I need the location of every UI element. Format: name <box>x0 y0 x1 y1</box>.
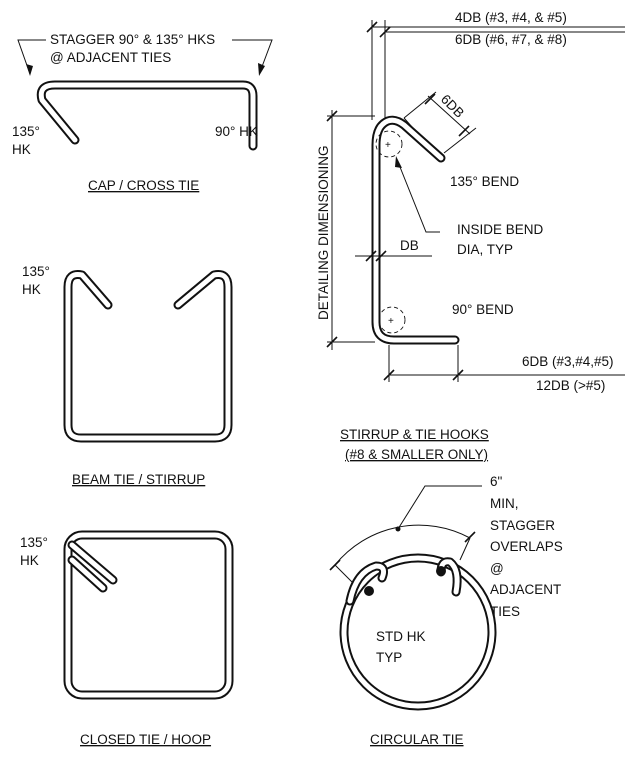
bend-135-label: 135° BEND <box>450 174 519 189</box>
cap-left-hook-label-1: 135° <box>12 124 40 139</box>
extension-label: 6DB <box>438 92 467 121</box>
overlap-arc-tick-b <box>464 531 476 543</box>
cap-cross-tie-detail: STAGGER 90° & 135° HKS @ ADJACENT TIES 1… <box>12 32 273 193</box>
ext-dim-perp <box>427 95 471 135</box>
overlap-arc-ext-a <box>334 564 353 583</box>
closed-tie-detail: 135° HK CLOSED TIE / HOOP <box>20 530 234 747</box>
overlap-arc-ext-b <box>459 537 471 561</box>
inside-bend-arrow <box>395 156 402 168</box>
detailing-dimension-label: DETAILING DIMENSIONING <box>316 145 331 320</box>
bottom-dim-label-2: 12DB (>#5) <box>536 378 605 393</box>
hook-detail-title-1: STIRRUP & TIE HOOKS <box>340 427 489 442</box>
dim-tick-top-a <box>366 21 378 33</box>
circular-note-line6: ADJACENT <box>490 582 561 597</box>
cap-note-line2: @ ADJACENT TIES <box>50 50 171 65</box>
db-label: DB <box>400 238 419 253</box>
hook-detail-title-2: (#8 & SMALLER ONLY) <box>345 447 488 462</box>
closed-tie-hook-1-inner <box>69 542 116 583</box>
inside-bend-label-2: DIA, TYP <box>457 242 513 257</box>
closed-tie-hook-2-inner <box>69 557 106 591</box>
circular-hook-left-inner <box>347 563 386 604</box>
circular-hook-label-1: STD HK <box>376 629 426 644</box>
inside-bend-leader <box>397 161 440 233</box>
circular-note-line3: STAGGER <box>490 518 555 533</box>
cap-left-hook-label-2: HK <box>12 142 31 157</box>
longitudinal-bar-right <box>436 566 446 576</box>
closed-hook-label-1: 135° <box>20 535 48 550</box>
circular-hook-label-2: TYP <box>376 650 402 665</box>
cap-note-leader-right <box>232 39 273 73</box>
circular-note-line7: TIES <box>490 604 520 619</box>
circular-tie-detail: 6" MIN, STAGGER OVERLAPS @ ADJACENT TIES… <box>329 474 563 747</box>
bottom-dim-tick-b <box>452 369 464 381</box>
ext-dim-line-6db-b <box>443 127 477 154</box>
cap-note-arrow-left <box>26 64 33 76</box>
longitudinal-bar-left <box>364 586 374 596</box>
circular-note-line1: 6" <box>490 474 503 489</box>
beam-tie-title: BEAM TIE / STIRRUP <box>72 472 205 487</box>
ext-dim-line-6db <box>403 91 437 119</box>
hook-detail: 4DB (#3, #4, & #5) 6DB (#6, #7, & #8) DE… <box>316 10 625 462</box>
beam-tie-detail: 135° HK BEAM TIE / STIRRUP <box>22 264 233 487</box>
center-mark-90: + <box>388 316 394 327</box>
top-dim-label-2: 6DB (#6, #7, & #8) <box>455 32 567 47</box>
cap-note-line1: STAGGER 90° & 135° HKS <box>50 32 215 47</box>
circular-tie-bar-inner <box>341 555 495 709</box>
top-dim-label-1: 4DB (#3, #4, & #5) <box>455 10 567 25</box>
circular-note-line5: @ <box>490 561 504 576</box>
inside-bend-label-1: INSIDE BEND <box>457 222 544 237</box>
overlap-note-leader <box>397 485 482 530</box>
cap-note-arrow-right <box>258 63 265 76</box>
closed-tie-title: CLOSED TIE / HOOP <box>80 732 211 747</box>
overlap-leader-dot <box>395 526 401 532</box>
ext-dim-ext-a <box>403 117 413 128</box>
detailing-tick-bottom <box>326 336 338 348</box>
closed-hook-label-2: HK <box>20 553 39 568</box>
db-tick-b <box>375 250 387 262</box>
ext-dim-tick-b <box>458 125 470 137</box>
detailing-tick-top <box>326 110 338 122</box>
hook-detail-bar-inner <box>373 117 458 343</box>
circular-tie-title: CIRCULAR TIE <box>370 732 464 747</box>
closed-tie-bar-inner <box>65 532 232 698</box>
inside-bend-circle-90 <box>378 306 406 334</box>
center-mark-135: + <box>385 140 391 151</box>
circular-note-line2: MIN, <box>490 496 519 511</box>
beam-hook-label-2: HK <box>22 282 41 297</box>
cap-right-hook-label: 90° HK <box>215 124 258 139</box>
cap-tie-bar-inner <box>38 82 256 149</box>
bottom-dim-tick-a <box>383 369 395 381</box>
ext-dim-tick-a <box>424 93 436 105</box>
inside-bend-circle-135 <box>375 130 403 158</box>
circular-note-line4: OVERLAPS <box>490 539 563 554</box>
hook-detail-bar <box>371 115 460 345</box>
dim-tick-top-b <box>379 26 391 38</box>
beam-tie-bar-inner <box>65 272 231 441</box>
bottom-dim-label-1: 6DB (#3,#4,#5) <box>522 354 614 369</box>
db-tick-a <box>365 250 377 262</box>
beam-hook-label-1: 135° <box>22 264 50 279</box>
cap-tie-title: CAP / CROSS TIE <box>88 178 199 193</box>
cap-note-leader-left <box>17 39 46 75</box>
bend-90-label: 90° BEND <box>452 302 514 317</box>
beam-tie-bar <box>63 270 233 443</box>
